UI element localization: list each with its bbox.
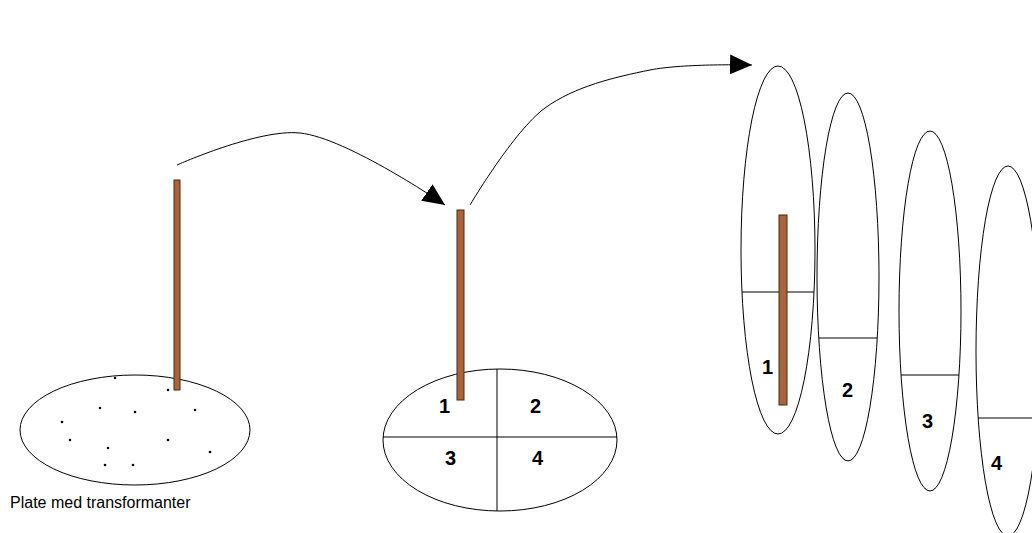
toothpick [779,215,787,405]
petri-dish-box: Plate med transformanter [20,165,252,487]
quadrant-number: 1 [439,396,450,416]
transfer-arrow [177,133,445,205]
culture-tube-box: 2 [816,92,880,462]
colony-dot [167,439,170,442]
colony-dot [114,377,117,380]
tube-number: 4 [991,453,1002,473]
tube-number: 1 [762,357,773,377]
tube-number: 3 [922,411,933,431]
petri-dish [20,375,250,485]
colony-dot [134,411,137,414]
quadrant-number: 4 [532,448,543,468]
colony-dot [194,409,197,412]
toothpick [457,210,464,400]
shape-outline [382,205,618,512]
colony-dot [167,389,170,392]
tube-number: 2 [842,380,853,400]
culture-tube [741,66,815,434]
culture-tube [976,166,1032,533]
shape-outline [975,165,1032,533]
liquid-level [742,292,814,293]
culture-tube [899,131,961,491]
petri-dish-box: 1 2 3 4 [382,205,618,512]
shape-outline [898,130,962,492]
colony-dot [69,439,72,442]
culture-tube-box: 1 [740,65,816,435]
colony-dot [209,451,212,454]
colony-dot [104,464,107,467]
toothpick [174,180,180,390]
transfer-arrow [470,65,752,205]
shape-outline [20,165,252,487]
colony-dot [99,407,102,410]
liquid-level [978,418,1032,419]
colony-dot [132,464,135,467]
quadrant-divider [383,437,617,438]
culture-tube [817,93,879,461]
quadrant-number: 2 [530,396,541,416]
shape-outline [740,65,816,435]
quadrant-number: 3 [445,448,456,468]
liquid-level [819,338,877,339]
culture-tube-box: 4 [975,165,1032,533]
colony-dot [107,447,110,450]
petri-dish [383,369,617,511]
quadrant-divider [497,369,498,511]
liquid-level [901,375,959,376]
colony-dot [61,421,64,424]
culture-tube-box: 3 [898,130,962,492]
shape-outline [816,92,880,462]
plate-caption: Plate med transformanter [10,495,191,511]
